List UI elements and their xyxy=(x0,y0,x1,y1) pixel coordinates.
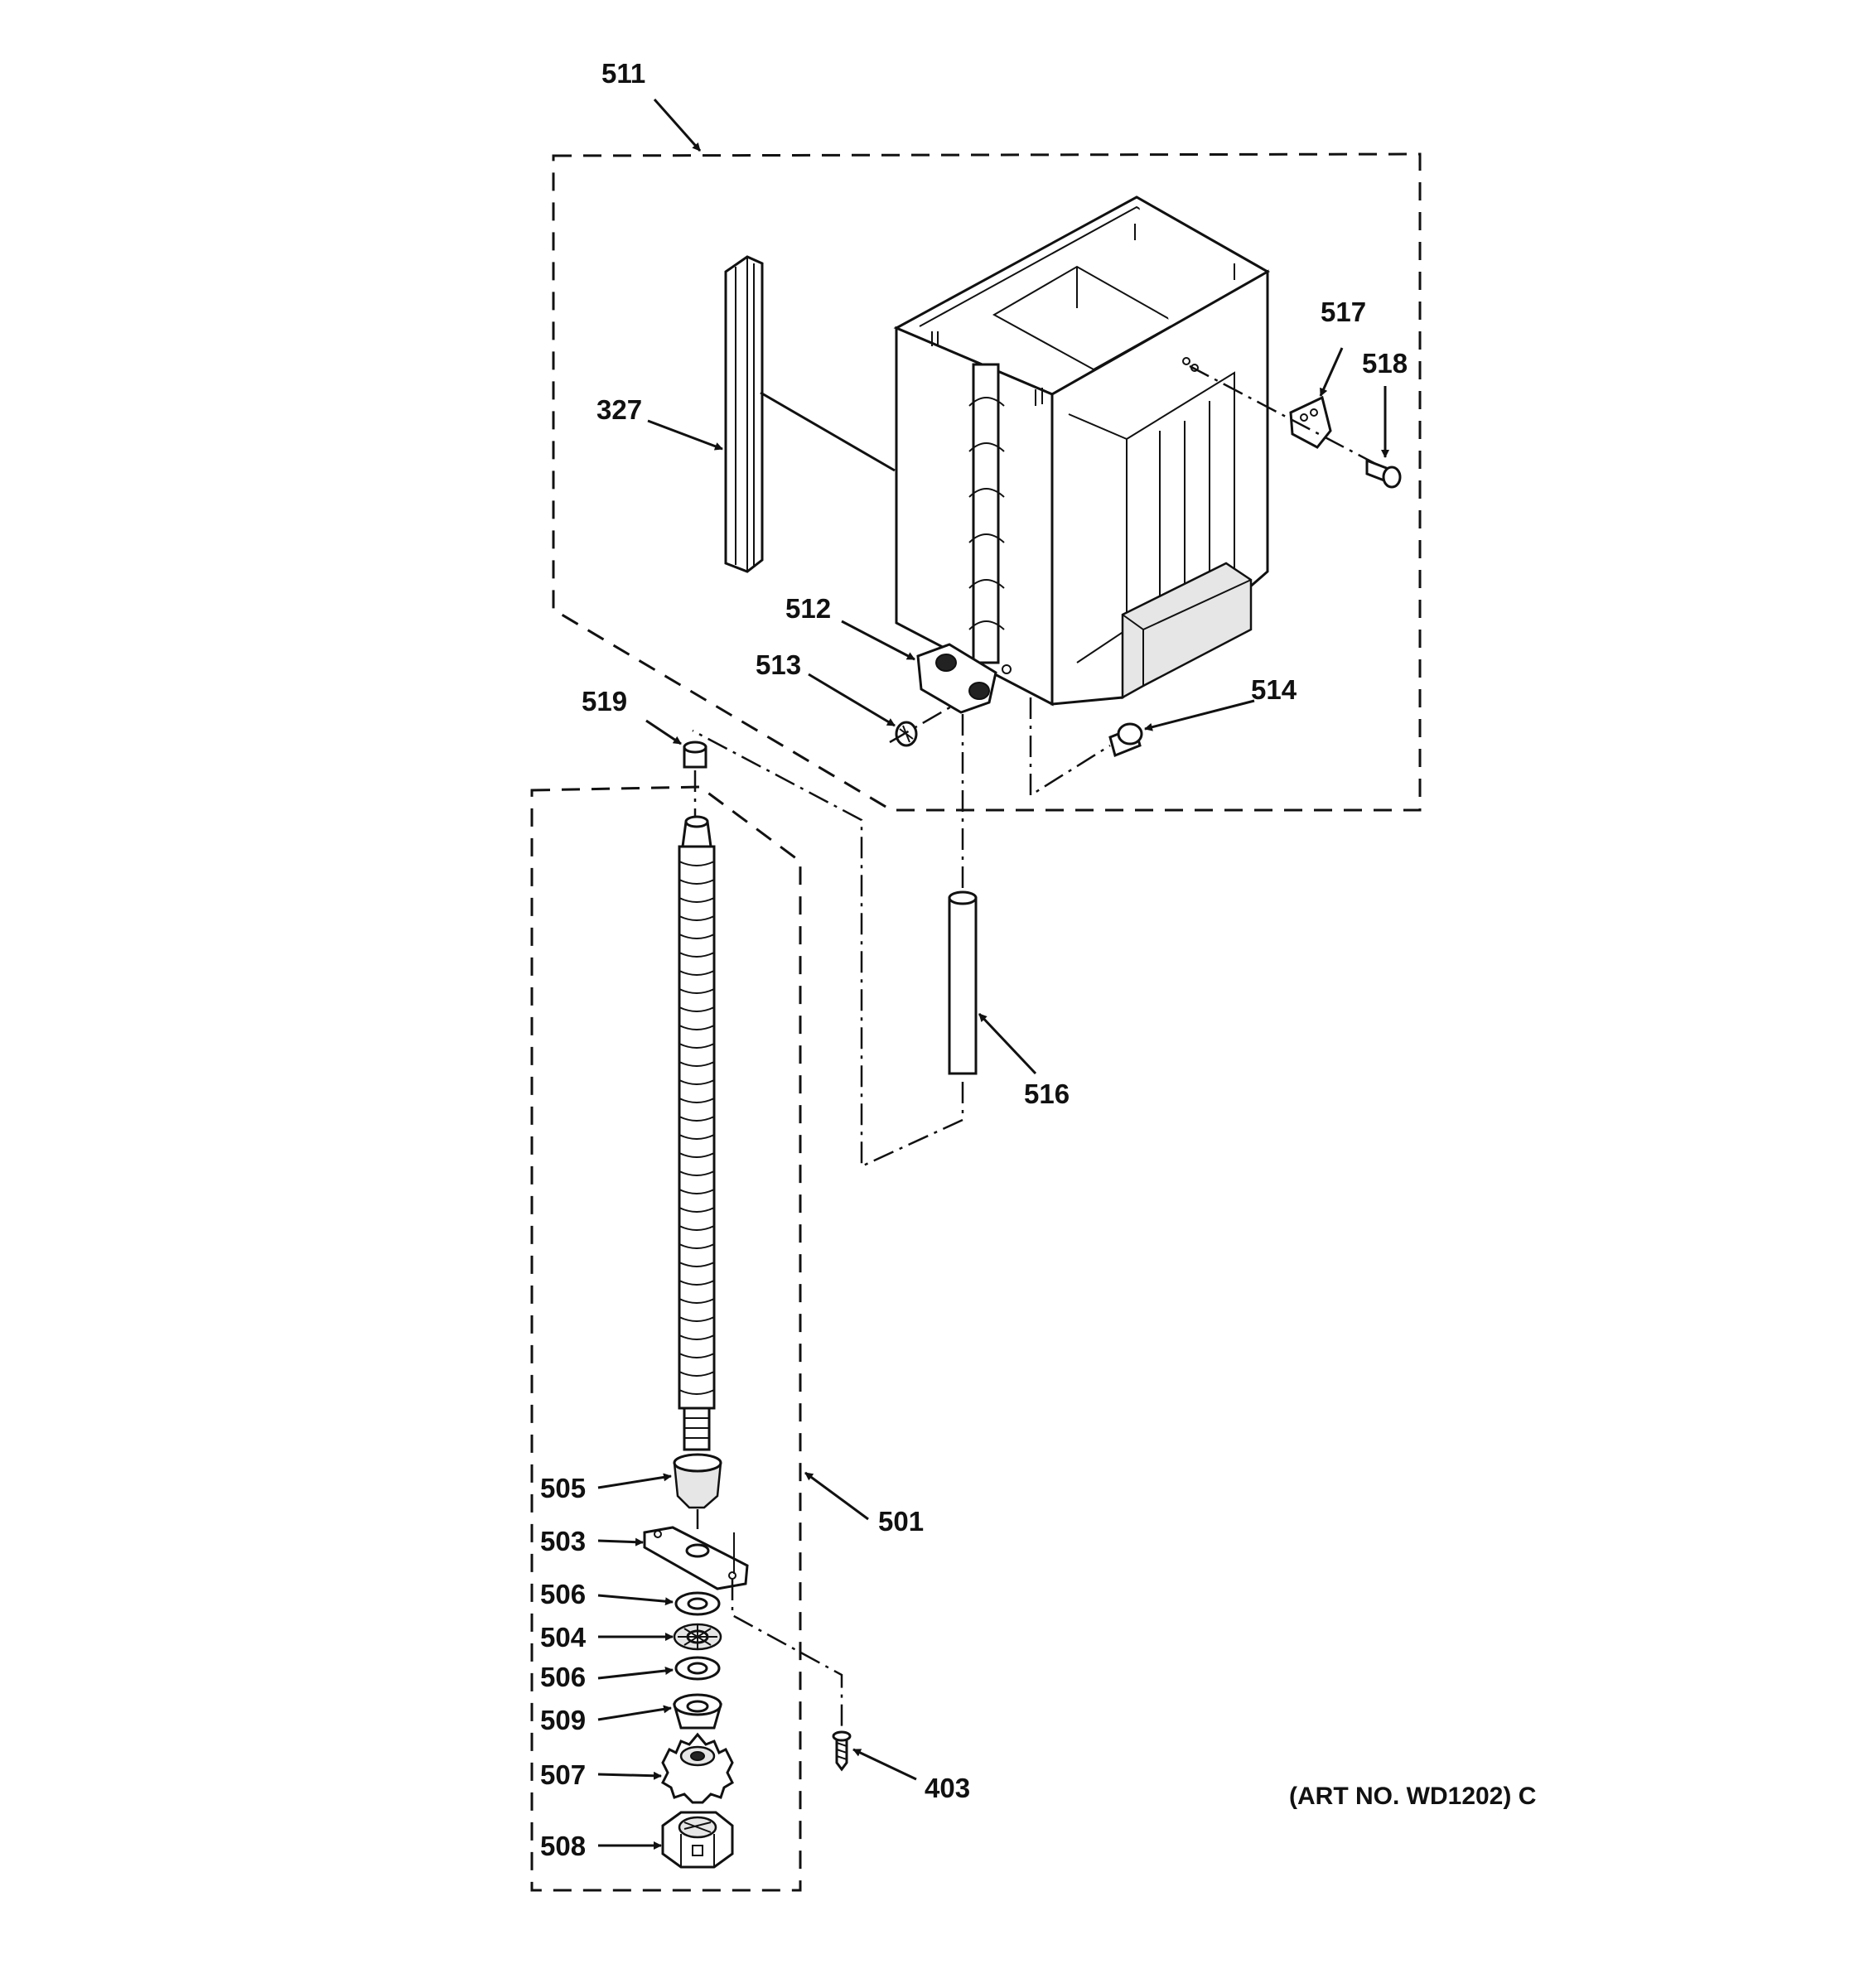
auger-shaft xyxy=(678,815,716,1451)
callout-509: 509 xyxy=(540,1705,586,1735)
callout-503: 503 xyxy=(540,1526,586,1556)
part-506-washer-b xyxy=(674,1656,721,1681)
part-403-screw xyxy=(832,1730,852,1772)
callout-506-lower: 506 xyxy=(540,1662,586,1692)
callout-504: 504 xyxy=(540,1622,587,1653)
art-number: (ART NO. WD1202) C xyxy=(1289,1783,1536,1810)
part-327-channel xyxy=(724,255,764,573)
callout-513: 513 xyxy=(756,649,801,680)
callout-518: 518 xyxy=(1362,348,1408,379)
callout-501: 501 xyxy=(878,1506,924,1537)
assembly-501-boundary xyxy=(530,785,802,1892)
part-506-washer-a xyxy=(674,1591,721,1616)
part-504-bearing xyxy=(673,1623,722,1651)
callout-505: 505 xyxy=(540,1473,586,1503)
callout-519: 519 xyxy=(582,686,627,717)
part-519-cap xyxy=(683,741,707,769)
part-516-rod xyxy=(948,890,978,1075)
part-507-sprocket xyxy=(661,1732,734,1804)
leader-arrows xyxy=(597,99,1389,1850)
callout-517: 517 xyxy=(1321,297,1366,327)
part-509-cup-washer xyxy=(673,1693,722,1730)
callout-511: 511 xyxy=(601,58,645,89)
part-513-washer xyxy=(895,721,918,747)
part-505-bushing xyxy=(673,1453,722,1509)
callout-508: 508 xyxy=(540,1831,586,1861)
callout-514: 514 xyxy=(1251,674,1297,705)
part-503-plate xyxy=(643,1526,749,1590)
callout-516: 516 xyxy=(1024,1078,1070,1109)
ice-bucket-housing xyxy=(893,195,1271,707)
callout-403: 403 xyxy=(925,1773,970,1803)
callout-507: 507 xyxy=(540,1759,586,1790)
callout-327: 327 xyxy=(596,394,642,425)
assembly-511-boundary xyxy=(552,152,1422,812)
part-517-bracket xyxy=(1289,395,1332,449)
part-512-cam xyxy=(916,643,1012,714)
part-514-screw xyxy=(1108,722,1143,758)
callout-506-upper: 506 xyxy=(540,1579,586,1609)
part-508-nut xyxy=(661,1811,734,1869)
callout-512: 512 xyxy=(785,593,831,624)
part-518-screw xyxy=(1365,458,1402,489)
